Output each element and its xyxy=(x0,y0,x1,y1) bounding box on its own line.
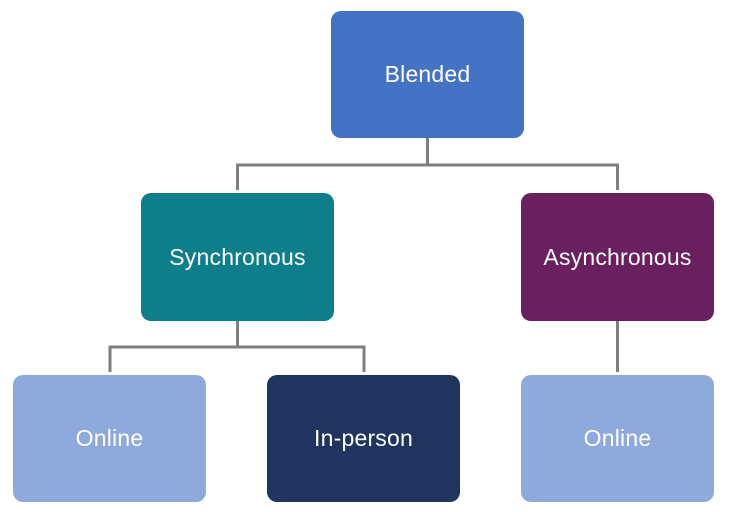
node-synchronous: Synchronous xyxy=(141,193,334,321)
node-in-person: In-person xyxy=(267,375,460,502)
connector-level2-bar xyxy=(108,345,366,372)
node-in-person-label: In-person xyxy=(314,425,413,451)
node-online-async-label: Online xyxy=(583,425,652,451)
node-blended: Blended xyxy=(331,11,524,138)
node-online-sync: Online xyxy=(13,375,206,502)
node-online-sync-label: Online xyxy=(75,425,144,451)
node-asynchronous-label: Asynchronous xyxy=(543,243,692,270)
node-online-async: Online xyxy=(521,375,714,502)
node-asynchronous: Asynchronous xyxy=(521,193,714,321)
node-synchronous-label: Synchronous xyxy=(169,243,306,270)
connector-level1-bar xyxy=(236,163,619,190)
node-blended-label: Blended xyxy=(384,61,471,87)
